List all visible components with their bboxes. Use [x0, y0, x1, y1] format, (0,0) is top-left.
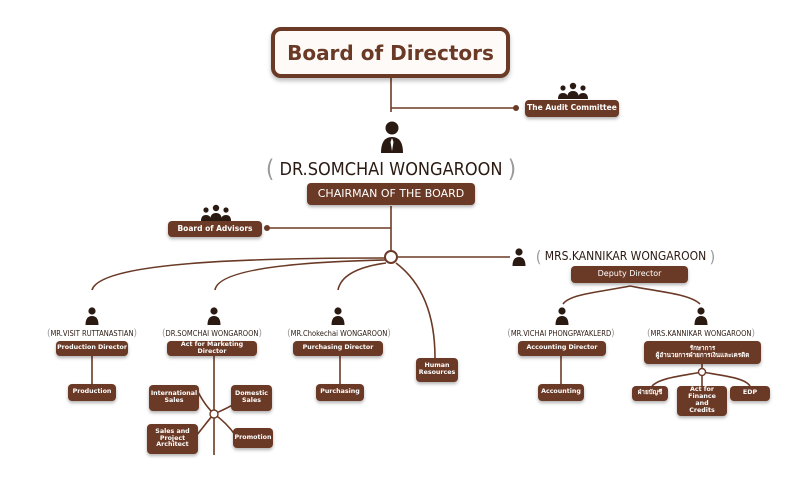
finance-accounting-unit: ฝ่ายบัญชี — [632, 386, 668, 401]
person-icon — [694, 307, 708, 325]
marketing-director-role: Act for Marketing Director — [167, 341, 257, 356]
accounting-dept: Accounting — [538, 384, 584, 401]
person-icon — [331, 307, 345, 325]
finance-role-line1: รักษาการ — [689, 344, 716, 352]
chairman-name-text: DR.SOMCHAI WONGAROON — [279, 158, 503, 180]
purchasing-name-text: MR.Chokechai WONGAROON — [290, 328, 388, 338]
purchasing-dept: Purchasing — [316, 384, 364, 401]
person-icon — [555, 307, 569, 325]
purchasing-director-role: Purchasing Director — [293, 341, 383, 356]
purchasing-director-name: (MR.Chokechai WONGAROON) — [287, 327, 391, 339]
production-director-role: Production Director — [56, 341, 128, 356]
chairman-role: CHAIRMAN OF THE BOARD — [307, 183, 475, 205]
finance-name-text: MRS.KANNIKAR WONGAROON — [650, 328, 752, 338]
person-icon — [85, 307, 99, 325]
finance-credits-unit: Act for Finance and Credits — [677, 386, 727, 416]
page-title: Board of Directors — [271, 27, 510, 78]
marketing-name-text: DR.SOMCHAI WONGAROON — [165, 328, 259, 338]
domestic-sales-box: Domestic Sales — [231, 385, 272, 411]
production-director-name: (MR.VISIT RUTTANASTIAN) — [46, 327, 138, 339]
deputy-name: ( MRS.KANNIKAR WONGAROON ) — [535, 246, 716, 266]
person-icon — [512, 248, 526, 266]
human-resources-box: Human Resources — [416, 358, 458, 382]
production-dept: Production — [68, 384, 116, 401]
finance-director-name: (MRS.KANNIKAR WONGAROON) — [647, 327, 755, 339]
marketing-director-name: (DR.SOMCHAI WONGAROON) — [162, 327, 262, 339]
group-icon — [558, 82, 588, 99]
person-icon — [381, 121, 403, 153]
accounting-director-name: (MR.VICHAI PHONGPAYAKLERD) — [507, 327, 615, 339]
deputy-role: Deputy Director — [571, 266, 688, 283]
deputy-name-text: MRS.KANNIKAR WONGAROON — [544, 249, 707, 263]
person-icon — [207, 307, 221, 325]
finance-role-line2: ผู้อำนวยการฝ่ายการเงินและเครดิต — [655, 351, 750, 359]
group-icon — [201, 204, 231, 221]
audit-committee-box: The Audit Committee — [525, 100, 619, 117]
production-name-text: MR.VISIT RUTTANASTIAN — [50, 328, 134, 338]
promotion-box: Promotion — [233, 428, 273, 448]
accounting-name-text: MR.VICHAI PHONGPAYAKLERD — [510, 328, 612, 338]
accounting-director-role: Accounting Director — [518, 341, 606, 356]
chairman-name: ( DR.SOMCHAI WONGAROON ) — [265, 155, 517, 183]
advisors-box: Board of Advisors — [168, 221, 262, 237]
international-sales-box: International Sales — [149, 385, 199, 411]
finance-director-role: รักษาการ ผู้อำนวยการฝ่ายการเงินและเครดิต — [644, 341, 761, 364]
sales-project-architect-box: Sales and Project Architect — [147, 424, 198, 454]
edp-unit: EDP — [730, 386, 770, 401]
